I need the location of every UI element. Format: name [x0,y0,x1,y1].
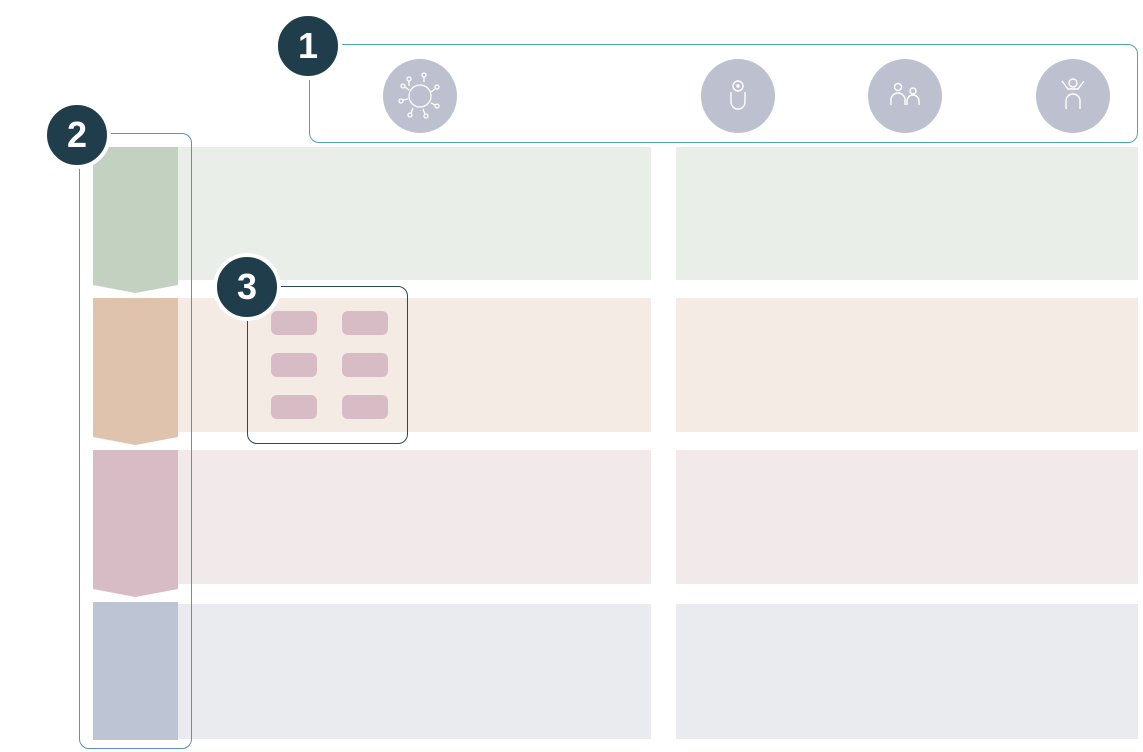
grid-row-1-cell-b [676,147,1138,280]
callout-badge-1: 1 [274,12,342,80]
chip[interactable] [342,395,388,419]
row-tabs-group [79,133,192,749]
row-tab-pink[interactable] [93,450,178,597]
grid-row-2-cell-b [676,298,1138,432]
row-tab-blue[interactable] [93,602,178,740]
grid-row-3-cell-b [676,450,1138,584]
chip-group [247,286,408,444]
children-icon[interactable] [868,59,942,133]
row-tab-orange[interactable] [93,298,178,445]
chip[interactable] [342,353,388,377]
chip[interactable] [271,311,317,335]
chip[interactable] [271,353,317,377]
grid-row-3-cell-a [178,450,651,584]
row-tab-green[interactable] [93,147,178,293]
chip[interactable] [342,311,388,335]
grid-row-4-cell-a [178,604,651,739]
baby-icon[interactable] [701,59,775,133]
callout-badge-3: 3 [213,253,281,321]
callout-badge-2: 2 [43,101,111,169]
grid-row-2-cell-a [178,298,651,432]
person-arms-up-icon[interactable] [1036,59,1110,133]
chip[interactable] [271,395,317,419]
header-icons-group [309,44,1138,143]
community-network-icon[interactable] [383,59,457,133]
grid-row-4-cell-b [676,604,1138,739]
